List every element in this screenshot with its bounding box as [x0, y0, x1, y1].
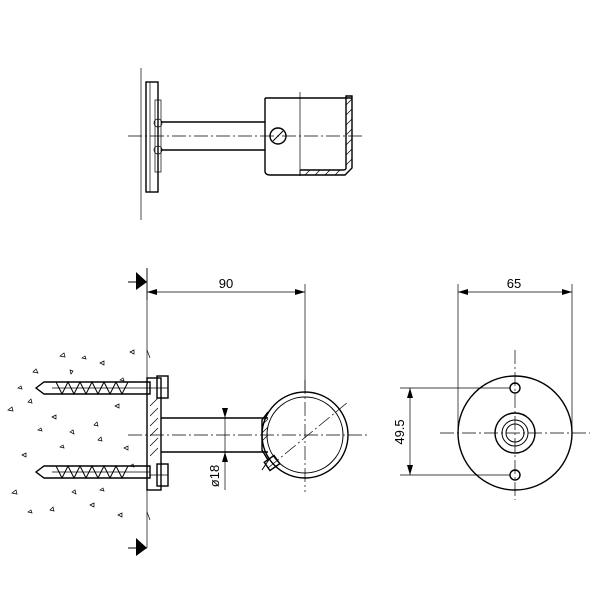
section-marker-bottom — [128, 538, 147, 556]
front-base-plate — [146, 377, 162, 491]
section-marker-top — [128, 272, 147, 290]
dimension-flange-width-label: 65 — [507, 276, 521, 291]
front-base-plate-hatch — [149, 397, 159, 457]
front-nut-upper — [156, 375, 169, 399]
dimension-rod-diameter: ø18 — [207, 408, 228, 490]
dimension-rod-diameter-label: ø18 — [207, 465, 222, 487]
dimension-flange-width: 65 — [457, 276, 573, 433]
wall-concrete-pattern — [7, 349, 135, 518]
top-base-plate — [145, 81, 159, 193]
dimension-projection: 90 — [146, 268, 306, 390]
right-view-flange — [440, 350, 590, 500]
front-set-screw — [261, 454, 281, 472]
top-view-handrail-bracket — [128, 68, 362, 220]
top-tube-wall-hatch — [304, 98, 353, 176]
dimension-projection-label: 90 — [219, 276, 233, 291]
break-mark-a — [146, 349, 151, 359]
front-view-section — [7, 268, 368, 556]
top-hub-screw-a — [153, 118, 163, 128]
break-mark-b — [146, 511, 151, 521]
anchor-bolt-lower — [34, 464, 151, 480]
dimension-hole-spacing: 49.5 — [392, 387, 510, 476]
top-saddle-outline — [264, 95, 353, 176]
front-centerline-diagonal — [267, 401, 349, 469]
anchor-bolt-upper — [34, 380, 151, 396]
dimension-hole-spacing-label: 49.5 — [392, 419, 407, 444]
